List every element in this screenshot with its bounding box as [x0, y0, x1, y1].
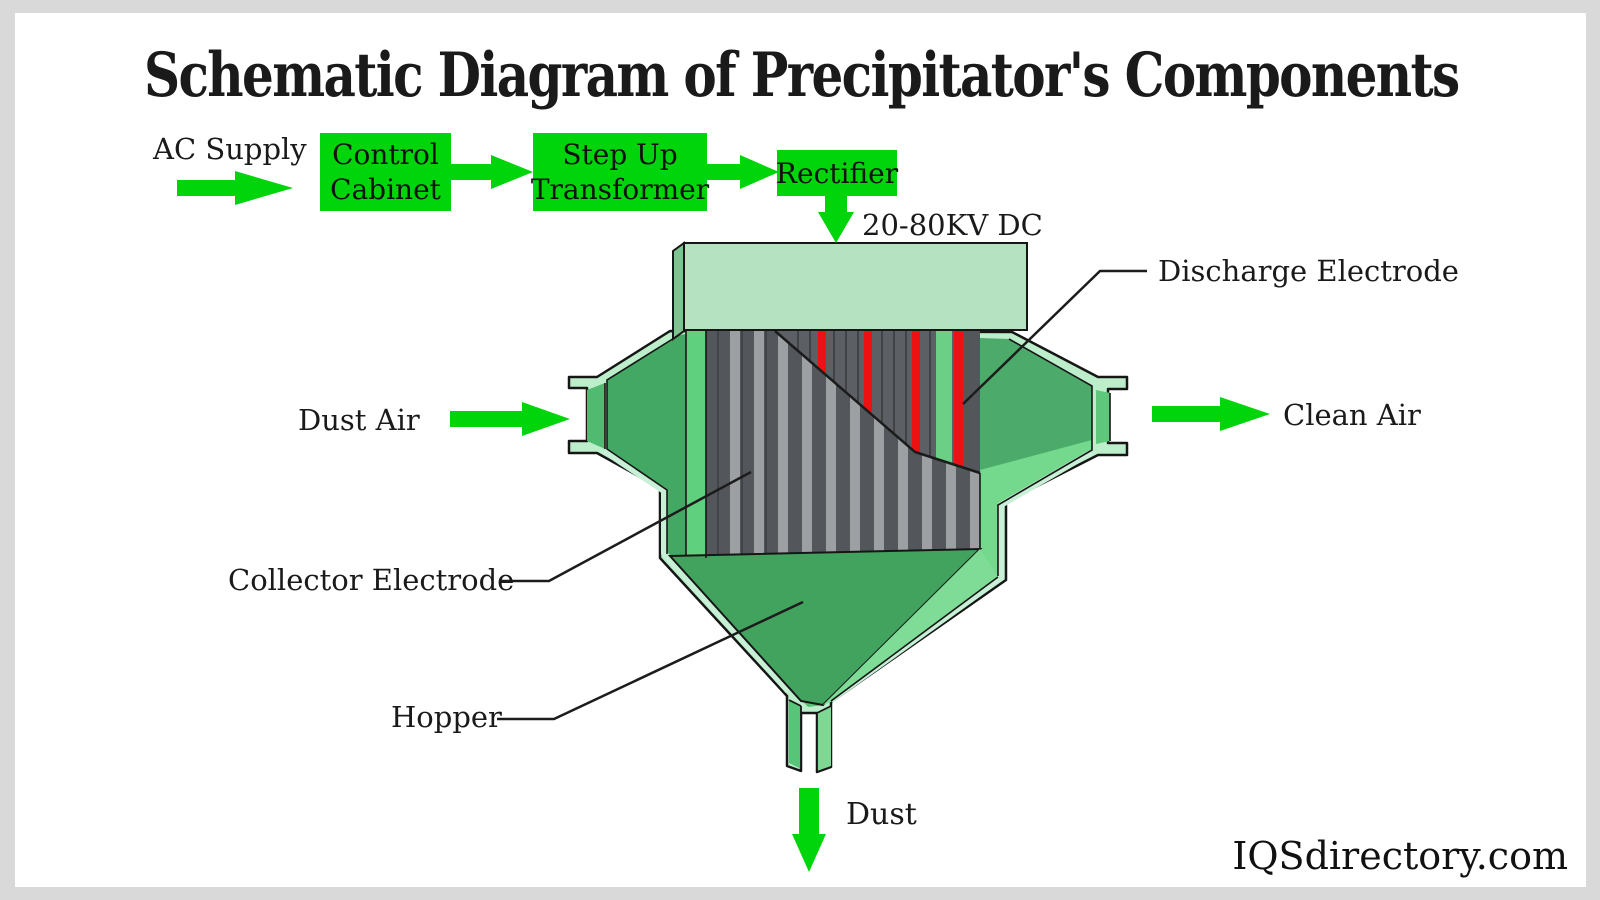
discharge-electrode-leader — [962, 269, 1147, 405]
clean-air-arrow-icon — [1152, 397, 1270, 431]
interior-light-strip — [686, 331, 706, 556]
dust-air-label: Dust Air — [298, 403, 420, 437]
fold-lines — [604, 331, 1111, 702]
housing-interior-dark-left — [607, 334, 686, 556]
collector-electrode-label: Collector Electrode — [228, 563, 515, 597]
control-to-transformer-arrow-icon — [448, 155, 533, 189]
chute-edges — [788, 699, 832, 771]
inlet-duct-face — [587, 383, 605, 449]
collector-plate-stack — [706, 330, 981, 558]
watermark: IQSdirectory.com — [1232, 834, 1568, 878]
chute-right-wall — [817, 706, 831, 771]
mint-fold-left — [602, 448, 791, 694]
lid-side-face — [672, 241, 685, 341]
hopper-label: Hopper — [391, 700, 502, 734]
dust-label: Dust — [846, 797, 917, 832]
rectifier-box: Rectifier — [776, 150, 898, 196]
step-up-transformer-box: Step Up Transformer — [531, 133, 709, 211]
clean-air-label: Clean Air — [1283, 398, 1421, 432]
hopper-right-band — [823, 549, 998, 705]
collector-electrode-leader — [500, 470, 752, 583]
discharge-electrode-label: Discharge Electrode — [1158, 254, 1459, 288]
hopper-leader — [497, 600, 804, 721]
ac-supply-label: AC Supply — [153, 132, 307, 166]
leader-lines — [497, 269, 1147, 721]
transformer-to-rectifier-arrow-icon — [703, 155, 779, 189]
interior-gap-strip — [936, 331, 952, 473]
mint-fold-right — [829, 449, 1094, 703]
dust-down-arrow-icon — [792, 788, 826, 872]
control-cabinet-box: Control Cabinet — [320, 133, 451, 211]
housing-interior-light-right — [980, 440, 1092, 577]
dust-air-arrow-icon — [450, 402, 570, 436]
lid — [683, 242, 1028, 331]
ac-supply-arrow-icon — [177, 171, 293, 205]
page-title: Schematic Diagram of Precipitator's Comp… — [144, 40, 1460, 111]
plate-cutaway-edge — [774, 330, 981, 475]
dc-output-label: 20-80KV DC — [862, 208, 1043, 242]
outlet-duct-face — [1096, 390, 1110, 444]
rectifier-down-arrow-icon — [818, 195, 854, 243]
chute-left-wall — [789, 700, 801, 769]
flow-arrows — [177, 155, 1270, 872]
